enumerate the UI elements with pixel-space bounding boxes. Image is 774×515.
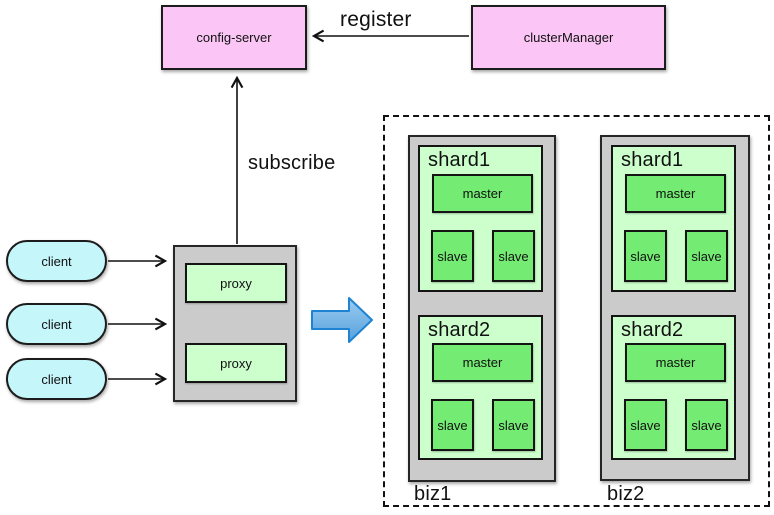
cluster-manager-label: clusterManager: [523, 30, 614, 45]
proxy-node-1: proxy: [185, 263, 287, 303]
slave-node: slave: [431, 399, 474, 451]
slave-node: slave: [685, 399, 728, 451]
shard-box: shard2 master slave slave: [418, 315, 543, 460]
master-label: master: [655, 186, 696, 201]
shard-title: shard1: [428, 149, 491, 171]
config-server-node: config-server: [161, 5, 307, 70]
cluster-manager-node: clusterManager: [471, 5, 666, 70]
slave-label: slave: [498, 248, 529, 264]
slave-node: slave: [431, 230, 474, 282]
master-label: master: [655, 355, 696, 370]
slave-label: slave: [437, 417, 468, 433]
slave-node: slave: [624, 399, 667, 451]
client-node-3: client: [6, 358, 107, 400]
slave-node: slave: [492, 399, 535, 451]
slave-label: slave: [691, 248, 722, 264]
proxy-label: proxy: [220, 275, 252, 291]
cluster-boundary-box: [383, 115, 770, 507]
slave-label: slave: [630, 417, 661, 433]
master-node: master: [432, 174, 533, 213]
shard-box: shard2 master slave slave: [611, 315, 736, 460]
client-node-2: client: [6, 303, 107, 345]
shard-title: shard2: [428, 319, 491, 341]
slave-node: slave: [624, 230, 667, 282]
client-label: client: [41, 371, 72, 387]
big-blue-arrow: [311, 297, 373, 343]
slave-label: slave: [691, 417, 722, 433]
shard-box: shard1 master slave slave: [418, 145, 543, 292]
master-node: master: [432, 343, 533, 382]
master-label: master: [462, 355, 503, 370]
slave-label: slave: [498, 417, 529, 433]
master-node: master: [625, 174, 726, 213]
slave-label: slave: [630, 248, 661, 264]
client-node-1: client: [6, 240, 107, 282]
register-edge-label: register: [340, 8, 412, 31]
slave-node: slave: [685, 230, 728, 282]
client-label: client: [41, 316, 72, 332]
shard-box: shard1 master slave slave: [611, 145, 736, 292]
proxy-node-2: proxy: [185, 343, 287, 383]
slave-label: slave: [437, 248, 468, 264]
client-label: client: [41, 253, 72, 269]
shard-title: shard1: [621, 149, 684, 171]
slave-node: slave: [492, 230, 535, 282]
master-label: master: [462, 186, 503, 201]
biz2-label: biz2: [607, 483, 645, 505]
shard-title: shard2: [621, 319, 684, 341]
biz1-label: biz1: [414, 483, 452, 505]
subscribe-edge-label: subscribe: [248, 152, 336, 174]
config-server-label: config-server: [196, 30, 272, 45]
proxy-label: proxy: [220, 355, 252, 371]
master-node: master: [625, 343, 726, 382]
